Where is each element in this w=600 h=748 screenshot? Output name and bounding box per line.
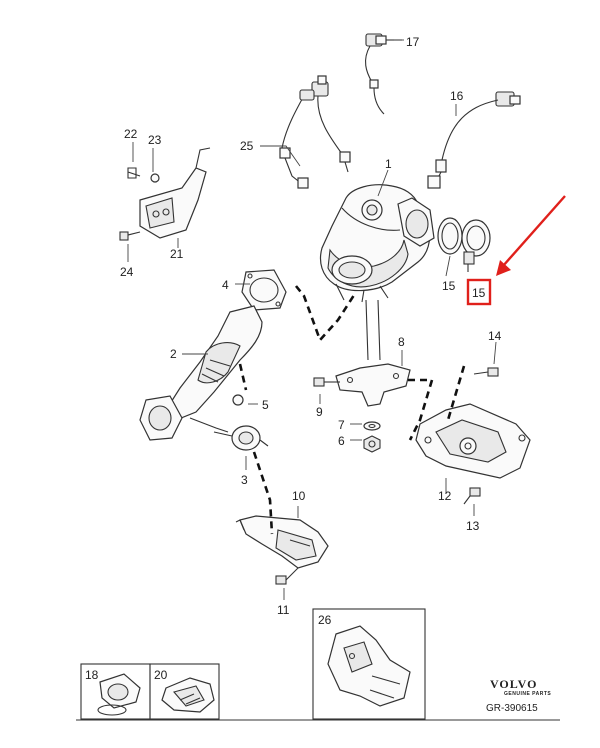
callout-25: 25 [240,139,254,153]
hanger-3 [213,425,269,451]
diagram-reference: GR-390615 [486,703,538,714]
callout-21: 21 [170,247,184,261]
bolt-11 [275,567,299,585]
callout-6: 6 [338,434,345,448]
callout-7: 7 [338,418,345,432]
bolt-13 [463,487,481,505]
bracket-12 [415,403,531,479]
callout-labels: 17 1 25 16 4 2 5 3 8 9 7 6 15 14 12 13 1… [120,35,502,617]
callout-16: 15 [442,279,456,293]
callout-14: 14 [488,329,502,343]
callout-3: 3 [241,473,248,487]
sensor-17 [427,91,521,189]
downpipe-2 [139,305,263,441]
callout-9: 9 [316,405,323,419]
bolt-9 [313,377,340,387]
brand-tagline: GENUINE PARTS [504,691,551,697]
callout-11: 11 [277,603,290,617]
callout-15: 15 [472,286,486,300]
callout-17: 16 [450,89,464,103]
callout-8: 8 [398,335,405,349]
callout-2: 2 [170,347,177,361]
sensor-connector [311,75,351,173]
callout-4: 4 [222,278,229,292]
inset-26: 26 [312,608,426,720]
dashed-connections [238,285,466,535]
callout-1: 1 [385,157,392,171]
gasket-16 [437,217,463,255]
red-arrow-icon [496,195,566,276]
callout-5: 5 [262,398,269,412]
v-clamp-15 [461,219,491,272]
inset-label-20: 20 [154,668,168,682]
callout-23: 23 [148,133,162,147]
catalyst-housing-1 [319,184,435,303]
callout-22: 22 [124,127,138,141]
callout-19: 17 [406,35,420,49]
sensor-25 [279,89,315,189]
bracket-8 [335,299,411,407]
callout-12: 12 [438,489,452,503]
bracket-21 [119,147,211,241]
brand-logo: VOLVO [490,677,537,691]
callout-13: 13 [466,519,480,533]
bracket-10 [235,515,329,569]
washer-7 [363,421,381,431]
inset-20: 20 [149,663,220,720]
inset-18: 18 [80,663,151,720]
callout-24: 24 [120,265,134,279]
inset-label-26: 26 [318,613,332,627]
nut-6 [363,435,381,453]
brand-block: VOLVO GENUINE PARTS GR-390615 [486,677,551,714]
leader-lines [127,39,497,600]
bolt-14 [473,367,499,377]
highlighted-callout-15: 15 [466,278,492,306]
callout-10: 10 [292,489,306,503]
inset-label-18: 18 [85,668,99,682]
sensor-19 [364,33,402,115]
gasket-4 [241,269,287,311]
